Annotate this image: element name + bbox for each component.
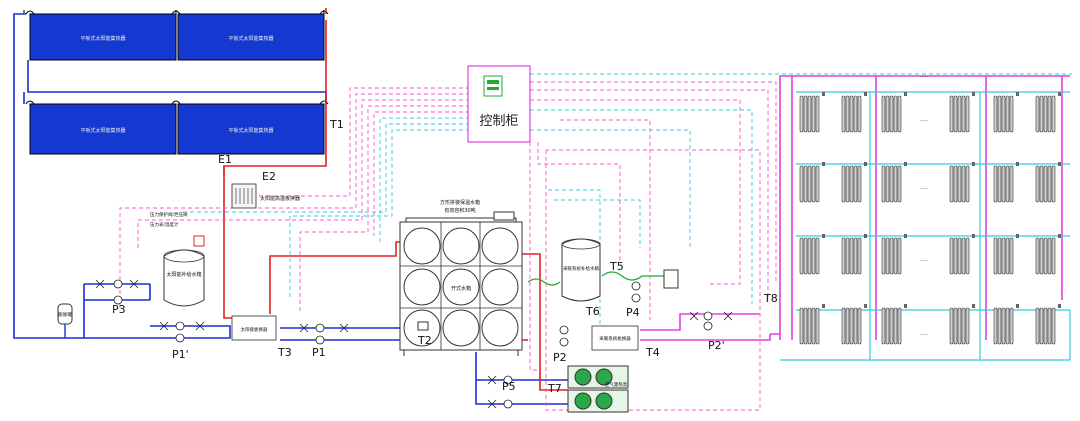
plate-exchanger-label: 太阳能板换器: [241, 326, 268, 333]
solar-panel-2-label: 平板式太阳能集热器: [228, 35, 273, 42]
pump-valve-symbols: [95, 279, 733, 409]
label-e2: E2: [262, 170, 276, 183]
solar-panel-3: [29, 103, 177, 155]
label-t8: T8: [763, 292, 778, 305]
radiator-ellipsis-4: ·····: [920, 258, 928, 264]
radiator: [1035, 304, 1061, 345]
radiator: [993, 162, 1019, 203]
radiator: [993, 234, 1019, 275]
radiator: [799, 234, 825, 275]
control-display: [483, 75, 503, 97]
solar-panel-4: [177, 103, 325, 155]
control-wiring-pink: [119, 81, 777, 411]
control-wiring-cyan: [180, 73, 1072, 346]
radiator: [949, 92, 975, 133]
label-e1: E1: [218, 153, 232, 166]
heating-supply-tank: 采暖系统补给水箱: [527, 238, 679, 302]
water-tank-title: 方形拼装保温水箱: [440, 199, 480, 206]
heat-pump-label: 空气源热泵: [605, 381, 628, 388]
radiator: [841, 162, 867, 203]
radiator: [949, 234, 975, 275]
expansion-tank: 膨胀罐: [57, 303, 73, 338]
solar-tank-label: 太阳能补给水箱: [166, 271, 201, 278]
radiator: [949, 304, 975, 345]
solar-supply-tank: 太阳能补给水箱 压力保护阀/泄压阀 压力表/温度计: [150, 211, 205, 307]
label-t6: T6: [585, 305, 600, 318]
label-p2-prime: P2': [708, 339, 725, 352]
control-cabinet: 控制柜: [467, 65, 531, 143]
water-tank-center-label: 开式水箱: [451, 285, 471, 292]
label-t3: T3: [277, 346, 292, 359]
label-t7: T7: [547, 382, 562, 395]
radiator: [841, 304, 867, 345]
solar-high-temp-exchanger: 太阳能高温板换器: [231, 183, 300, 209]
open-water-tank: 方形拼装保温水箱 有效容积30吨 开式水箱: [399, 199, 523, 356]
label-p1-prime: P1': [172, 348, 189, 361]
radiator-ellipsis-1: ·····: [920, 74, 928, 80]
radiator: [799, 162, 825, 203]
label-p4: P4: [626, 306, 640, 319]
expansion-tank-label: 膨胀罐: [58, 311, 72, 318]
label-p2: P2: [553, 351, 567, 364]
solar-exchanger-label: 太阳能高温板换器: [260, 195, 300, 202]
label-p3: P3: [112, 303, 126, 316]
radiator-bank: [799, 92, 1061, 345]
radiator: [993, 304, 1019, 345]
radiator: [881, 234, 907, 275]
heating-plate-exchanger: 采暖系统板换器: [591, 325, 639, 351]
radiator-ellipsis-3: ·····: [920, 186, 928, 192]
air-source-heat-pumps: 空气源热泵: [567, 365, 629, 413]
heating-exchanger-label: 采暖系统板换器: [599, 335, 631, 342]
heating-loop-pipes: [640, 75, 1070, 341]
pressure-note-1: 压力保护阀/泄压阀: [150, 211, 188, 218]
solar-plate-exchanger: 太阳能板换器: [231, 315, 277, 341]
solar-collector-array: 平板式太阳能集热器 平板式太阳能集热器 平板式太阳能集热器 平板式太阳能集热器: [23, 10, 329, 155]
heating-tank-label: 采暖系统补给水箱: [563, 265, 599, 272]
radiator: [799, 304, 825, 345]
radiator: [1035, 92, 1061, 133]
radiator: [949, 162, 975, 203]
label-t4: T4: [645, 346, 660, 359]
solar-panel-4-label: 平板式太阳能集热器: [228, 127, 273, 134]
radiator: [841, 234, 867, 275]
radiator: [1035, 162, 1061, 203]
solar-panel-3-label: 平板式太阳能集热器: [80, 127, 125, 134]
solar-panel-1: [29, 13, 177, 61]
radiator: [799, 92, 825, 133]
solar-panel-2: [177, 13, 325, 61]
label-t2: T2: [417, 334, 432, 347]
label-t5: T5: [609, 260, 624, 273]
pressure-note-2: 压力表/温度计: [150, 221, 179, 228]
radiator: [993, 92, 1019, 133]
solar-panel-1-label: 平板式太阳能集热器: [80, 35, 125, 42]
control-cabinet-label: 控制柜: [479, 114, 518, 129]
label-p5: P5: [502, 380, 516, 393]
component-labels: T1 E1 E2 P3 P1' T3 P1 T2 P2 T6 T5 P4 T4 …: [112, 118, 778, 395]
label-p1: P1: [312, 346, 326, 359]
heating-return-cyan-pipes: [780, 91, 1071, 361]
radiator-ellipsis-5: ·····: [920, 332, 928, 338]
radiator: [881, 304, 907, 345]
water-tank-capacity: 有效容积30吨: [444, 207, 475, 214]
label-t1: T1: [329, 118, 344, 131]
radiator-ellipsis-2: ·····: [920, 118, 928, 124]
radiator: [1035, 234, 1061, 275]
radiator: [881, 92, 907, 133]
radiator: [881, 162, 907, 203]
radiator: [841, 92, 867, 133]
